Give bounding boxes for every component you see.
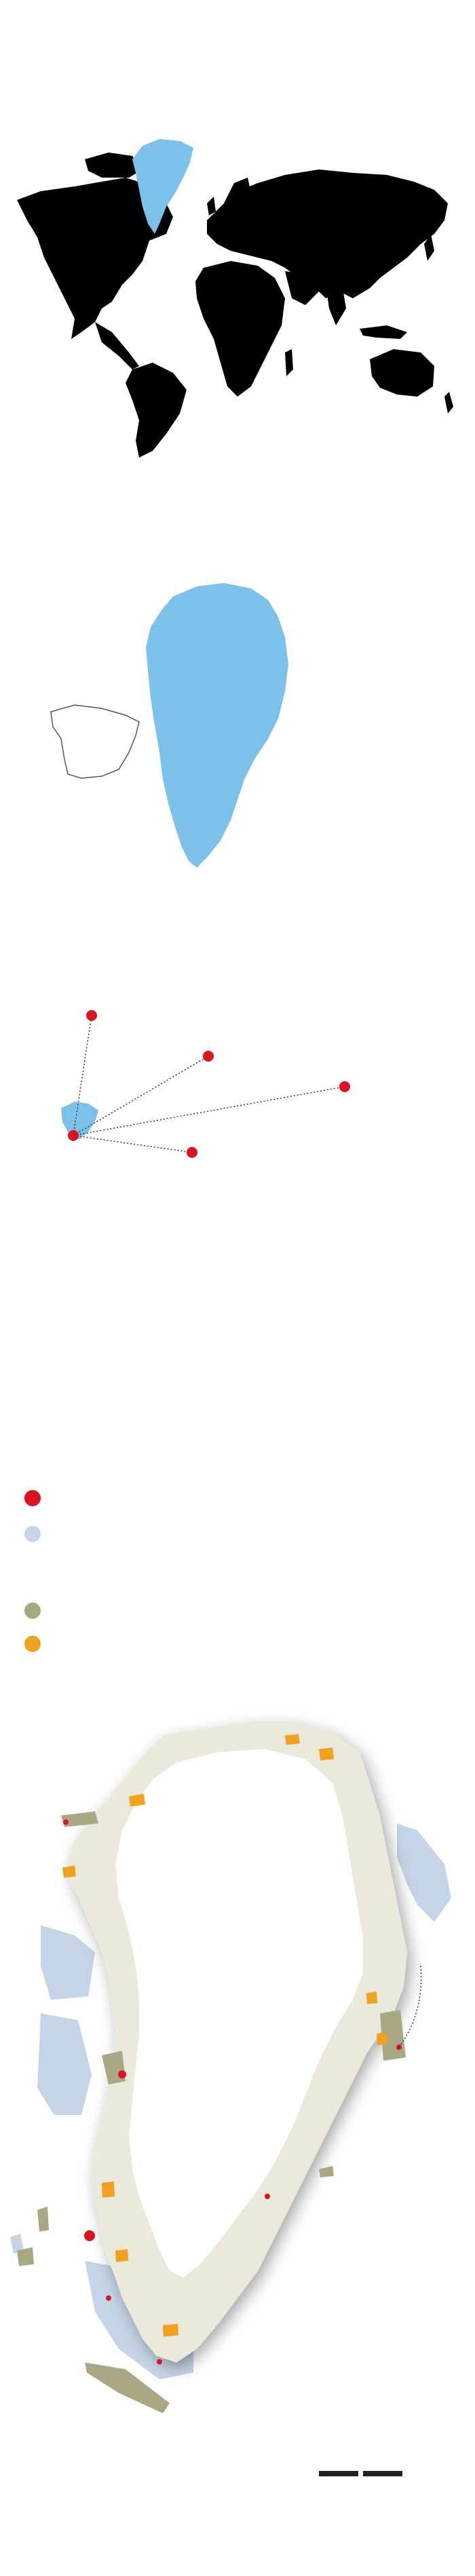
arctic-islands-shape <box>85 153 142 178</box>
greenland-small-shape <box>61 1102 98 1139</box>
legend-swatch-orange <box>24 1636 41 1652</box>
connection-line-4 <box>73 1135 193 1153</box>
offshore-area-sw <box>10 2234 24 2254</box>
origin-point <box>68 1130 79 1141</box>
uk-shape <box>207 197 216 216</box>
eurasia-shape <box>207 169 448 298</box>
north-america-shape <box>17 178 173 339</box>
new-zealand-shape <box>444 392 453 414</box>
orange-area-7 <box>102 2181 115 2198</box>
connection-points <box>68 1010 350 1158</box>
olive-area-n <box>61 1811 98 1827</box>
detail-point-4 <box>106 2295 111 2301</box>
spain-outline-shape <box>50 704 140 779</box>
destination-point-4 <box>187 1147 197 1158</box>
greenland-highlight-shape <box>132 139 193 234</box>
destination-point-1 <box>86 1010 97 1021</box>
orange-area-9 <box>163 2324 178 2337</box>
destination-point-2 <box>203 1051 214 1062</box>
olive-area-se <box>319 2166 334 2177</box>
connection-line-2 <box>73 1055 209 1136</box>
south-america-shape <box>126 363 187 458</box>
olive-area-sw1 <box>37 2207 49 2232</box>
destination-point-3 <box>339 1081 350 1092</box>
scale-comparison-map <box>50 583 288 868</box>
detail-point-2 <box>118 2070 126 2078</box>
olive-area-sw2 <box>17 2247 34 2266</box>
offshore-area-w2 <box>37 2013 92 2115</box>
orange-area-5 <box>366 1992 377 2004</box>
detail-point-6 <box>265 2194 270 2199</box>
legend-item-orange <box>24 1635 52 1653</box>
legend-swatch-sea <box>24 1526 41 1542</box>
world-map <box>17 139 453 458</box>
africa-shape <box>195 261 285 397</box>
japan-shape <box>424 234 434 261</box>
greenland-detail-group <box>68 1722 407 2362</box>
connection-line-3 <box>73 1086 345 1136</box>
greenland-ice-sheet <box>115 1749 363 2278</box>
scale-comparison-panel <box>0 461 475 935</box>
detail-point-3 <box>84 2230 95 2241</box>
detail-map-panel <box>0 1695 475 2576</box>
connection-lines <box>73 1015 345 1153</box>
offshore-area-ne <box>397 1824 451 1922</box>
australia-shape <box>370 349 434 397</box>
detail-map <box>10 1722 451 2476</box>
orange-area-8 <box>115 2249 128 2262</box>
offshore-area-w1 <box>41 1925 95 2000</box>
legend-item-red <box>24 1489 52 1507</box>
connections-map <box>61 1010 350 1158</box>
world-continents <box>17 153 453 458</box>
scale-bar <box>319 2471 402 2476</box>
legend-item-sea <box>24 1525 52 1543</box>
central-america-shape <box>95 322 139 369</box>
greenland-large-shape <box>146 583 288 868</box>
india-shape <box>326 285 346 325</box>
legend-swatch-red <box>24 1490 41 1506</box>
olive-area-s <box>85 2362 170 2413</box>
detail-point-5 <box>157 2359 162 2364</box>
legend-panel <box>0 1342 475 1695</box>
orange-area-4 <box>62 1866 76 1878</box>
orange-areas <box>62 1734 387 2337</box>
arabia-shape <box>285 271 319 305</box>
orange-area-3 <box>129 1794 145 1807</box>
scandinavia-shape <box>224 178 251 207</box>
orange-area-1 <box>285 1734 300 1745</box>
connections-panel <box>0 935 475 1315</box>
detail-points <box>63 1819 402 2364</box>
detail-point-1 <box>63 1819 69 1825</box>
madagascar-shape <box>285 349 293 376</box>
legend-swatch-olive <box>24 1603 41 1619</box>
olive-area-w <box>102 2051 126 2085</box>
legend-item-olive <box>24 1602 52 1619</box>
orange-area-2 <box>319 1748 334 1760</box>
orange-area-6 <box>377 2032 387 2045</box>
callout-line <box>398 1965 422 2048</box>
indonesia-shape <box>360 325 407 339</box>
world-map-panel <box>0 0 475 461</box>
